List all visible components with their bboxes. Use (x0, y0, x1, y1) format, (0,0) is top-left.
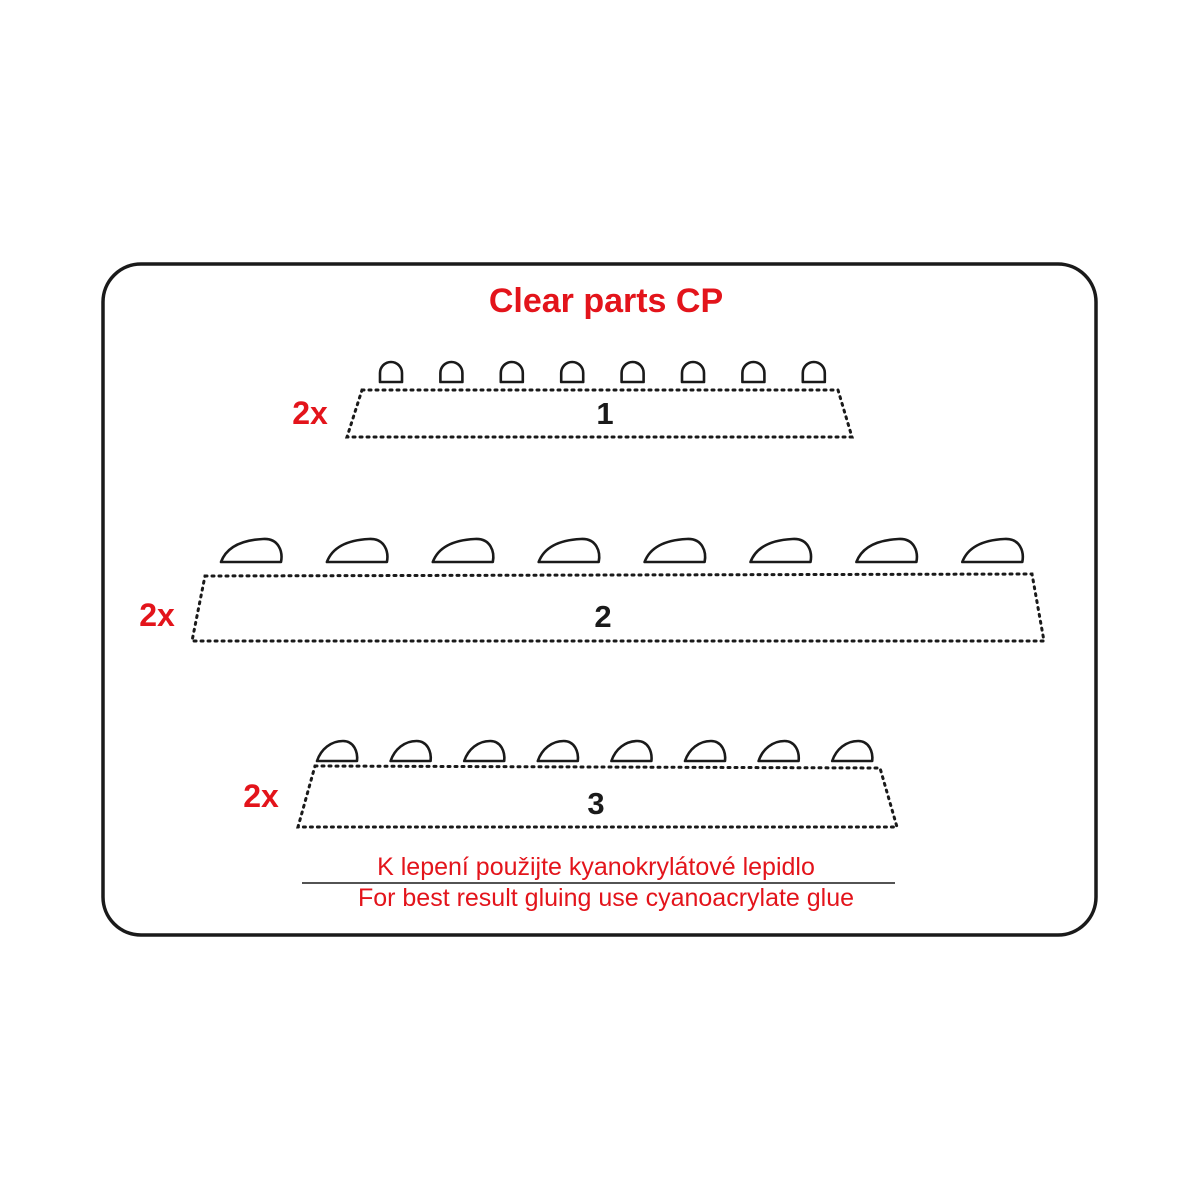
part-1-quantity: 2x (292, 395, 328, 431)
part-2-window (961, 537, 1025, 564)
part-1-group: 1 2x (292, 360, 855, 439)
part-3-window (315, 739, 359, 763)
part-2-window (431, 537, 495, 564)
part-2-window (219, 537, 283, 564)
part-3-outline (296, 764, 899, 829)
part-1-window (439, 360, 464, 384)
gluing-note-english: For best result gluing use cyanoacrylate… (358, 884, 854, 912)
part-1-number: 1 (596, 396, 613, 431)
part-2-window (325, 537, 389, 564)
page-title: Clear parts CP (489, 282, 723, 320)
part-2-quantity: 2x (139, 597, 175, 633)
gluing-note-czech: K lepení použijte kyanokrylátové lepidlo (377, 853, 815, 881)
part-1-window (499, 360, 525, 384)
part-2-window (749, 537, 813, 564)
part-3-number: 3 (587, 786, 604, 821)
part-2-number: 2 (594, 599, 611, 634)
part-2-windows (219, 537, 1025, 564)
part-3-group: 3 2x (243, 739, 899, 829)
part-2-window (855, 537, 919, 564)
part-3-window (610, 739, 653, 763)
part-1-window (680, 360, 706, 384)
part-3-window (389, 739, 433, 763)
part-3-window (536, 739, 580, 763)
part-1-window (741, 360, 766, 384)
part-3-window (683, 739, 727, 763)
part-1-window (559, 360, 585, 384)
part-2-outline (190, 572, 1046, 643)
part-3-quantity: 2x (243, 778, 279, 814)
part-1-windows (378, 360, 827, 384)
part-1-window (378, 360, 404, 384)
part-3-window (757, 739, 801, 763)
part-2-group: 2 2x (139, 537, 1046, 643)
part-3-window (830, 739, 874, 763)
part-1-window (620, 360, 645, 384)
part-1-outline (344, 388, 855, 439)
part-3-window (462, 739, 506, 763)
part-2-window (643, 537, 707, 564)
part-2-window (537, 537, 601, 564)
part-3-windows (315, 739, 874, 763)
part-1-window (801, 360, 827, 384)
